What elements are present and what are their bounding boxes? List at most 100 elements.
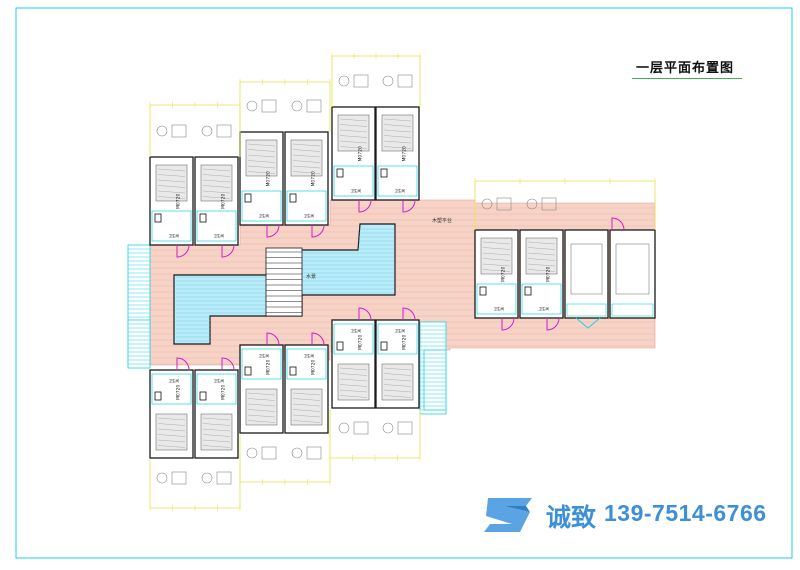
bed-pattern — [383, 146, 412, 149]
bed-pattern — [292, 403, 321, 407]
drawing-frame — [15, 7, 793, 559]
bed-pattern — [202, 423, 231, 426]
lounge-chair — [353, 74, 369, 88]
bath-tag: 卫生间 — [395, 188, 406, 193]
bed-pattern — [202, 439, 231, 443]
door-arc — [266, 224, 280, 238]
bed-pattern — [157, 428, 186, 432]
guest-room: 卫生间 M0720 — [194, 124, 239, 258]
lounge-chair — [353, 421, 369, 435]
bed-pattern — [292, 154, 321, 158]
toilet — [199, 391, 207, 401]
bed — [290, 388, 323, 426]
bed-pattern — [157, 434, 186, 437]
bed-pattern — [157, 179, 186, 183]
room-tag: M0720 — [358, 146, 364, 161]
room-tag: M0720 — [501, 267, 507, 282]
brand-phone: 139-7514-6766 — [604, 500, 767, 526]
door-arc — [176, 357, 190, 371]
bath-tag: 卫生间 — [214, 233, 225, 238]
lounge-chair — [216, 124, 232, 138]
door-arc — [176, 244, 190, 258]
pool-steps — [265, 247, 303, 317]
bed — [381, 363, 414, 401]
bed-pattern — [157, 423, 186, 426]
toilet — [154, 391, 162, 401]
toilet — [479, 286, 487, 296]
door-arc — [221, 357, 235, 371]
bed-pattern — [292, 420, 321, 423]
bed-pattern — [202, 428, 231, 432]
bath-tag: 卫生间 — [169, 378, 180, 383]
bed-pattern — [247, 149, 276, 152]
door-arc — [266, 332, 280, 346]
bed-pattern — [482, 241, 511, 245]
bed — [381, 114, 414, 152]
suite-room — [609, 229, 656, 319]
bed-pattern — [527, 247, 556, 250]
guest-room: 卫生间 M0720 — [474, 197, 519, 331]
lounge-chair — [171, 124, 187, 138]
room-tag: M0720 — [221, 385, 227, 400]
toilet — [336, 341, 344, 351]
bed — [155, 413, 188, 451]
bed — [200, 413, 233, 451]
bed — [155, 164, 188, 202]
bed-pattern — [202, 417, 231, 421]
plant — [201, 125, 213, 137]
bed — [337, 363, 370, 401]
lounge-chair — [261, 446, 277, 460]
toilet — [154, 213, 162, 223]
toilet — [336, 168, 344, 178]
lounge-chair — [397, 74, 413, 88]
room-tag: M0720 — [402, 335, 408, 350]
bath-tag: 卫生间 — [259, 213, 270, 218]
bed-pattern — [339, 129, 368, 133]
bed-pattern — [339, 378, 368, 382]
toilet — [199, 213, 207, 223]
bed-pattern — [247, 409, 276, 412]
bed-pattern — [292, 414, 321, 418]
bed-pattern — [383, 129, 412, 133]
plant — [246, 100, 258, 112]
bed — [245, 388, 278, 426]
bed-pattern — [339, 118, 368, 122]
bed-pattern — [339, 146, 368, 149]
bed-pattern — [202, 445, 231, 448]
plant — [382, 75, 394, 87]
plant — [201, 472, 213, 484]
bed-pattern — [292, 409, 321, 412]
bath-tag: 卫生间 — [169, 233, 180, 238]
bed-pattern — [202, 168, 231, 172]
door-arc — [358, 199, 372, 213]
bed-pattern — [292, 171, 321, 174]
room-tag: M0720 — [221, 194, 227, 209]
room-tag: M0720 — [266, 171, 272, 186]
toilet — [244, 366, 252, 376]
lounge-chair — [216, 471, 232, 485]
bath-tag: 卫生间 — [351, 328, 362, 333]
bed-pattern — [157, 445, 186, 448]
pool-steps-block — [265, 247, 303, 317]
bed-pattern — [339, 367, 368, 371]
lounge-chair — [261, 99, 277, 113]
bed-pattern — [247, 398, 276, 401]
bed-pattern — [292, 398, 321, 401]
bed-pattern — [482, 263, 511, 267]
bath-tag: 卫生间 — [494, 306, 505, 311]
bed-pattern — [339, 124, 368, 127]
room-tag: M0720 — [266, 360, 272, 375]
bed-pattern — [339, 389, 368, 393]
bed-pattern — [292, 160, 321, 163]
bed-pattern — [247, 420, 276, 423]
furniture — [615, 243, 650, 295]
plant — [382, 422, 394, 434]
bed-pattern — [157, 196, 186, 199]
bed-pattern — [383, 140, 412, 144]
plant — [526, 198, 538, 210]
